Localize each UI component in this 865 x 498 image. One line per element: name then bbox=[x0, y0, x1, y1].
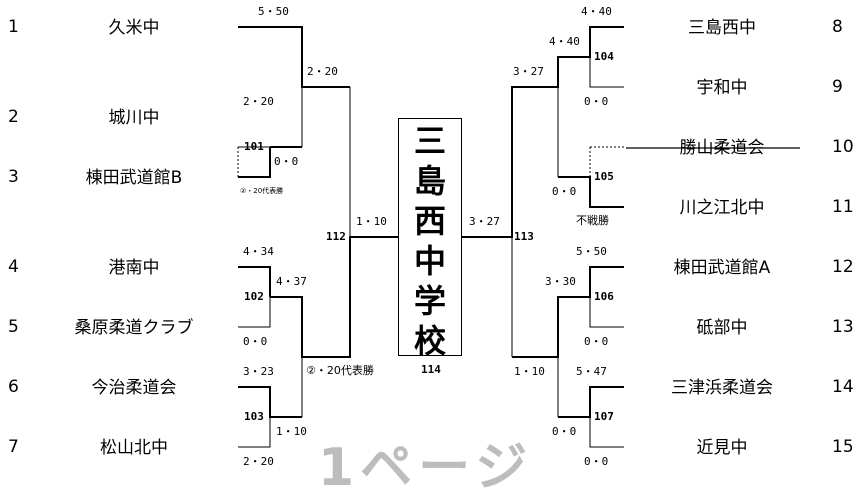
score-label: 2・20 bbox=[243, 95, 274, 108]
champion-char: 島 bbox=[413, 162, 446, 200]
score-label: 3・27 bbox=[513, 65, 544, 78]
bracket-line-l1 bbox=[238, 26, 350, 88]
champion-box: 三 島 西 中 学 校 bbox=[398, 118, 462, 360]
bracket-line-l45 bbox=[270, 236, 398, 358]
team-name: 勝山柔道会 bbox=[679, 138, 765, 158]
team-name: 川之江北中 bbox=[679, 198, 765, 218]
team-name: 松山北中 bbox=[100, 438, 168, 458]
score-label: 2・20 bbox=[307, 65, 338, 78]
seed-number: 12 bbox=[832, 257, 854, 277]
team-name: 久米中 bbox=[108, 18, 160, 38]
team-name: 三津浜柔道会 bbox=[671, 378, 773, 398]
score-label: 0・0 bbox=[552, 425, 577, 438]
team-name: 桑原柔道クラブ bbox=[74, 318, 194, 338]
score-label: 4・40 bbox=[581, 5, 612, 18]
score-label: 0・0 bbox=[584, 455, 609, 468]
match-number: 107 bbox=[594, 410, 614, 423]
seed-number: 10 bbox=[832, 137, 854, 157]
score-label: 4・40 bbox=[549, 35, 580, 48]
match-number: 105 bbox=[594, 170, 614, 183]
team-name: 宇和中 bbox=[696, 78, 748, 98]
score-label: 1・10 bbox=[514, 365, 545, 378]
team-name: 三島西中 bbox=[688, 18, 756, 38]
score-label: 0・0 bbox=[243, 335, 268, 348]
team-name: 今治柔道会 bbox=[91, 378, 177, 398]
seed-number: 13 bbox=[832, 317, 854, 337]
score-label: 5・50 bbox=[258, 5, 289, 18]
team-name: 近見中 bbox=[696, 438, 748, 458]
seed-number: 4 bbox=[8, 257, 19, 277]
page-watermark: 1ページ bbox=[318, 438, 534, 498]
score-label: 0・0 bbox=[274, 155, 299, 168]
team-name: 砥部中 bbox=[696, 318, 748, 338]
representative-win-note: ②・20代表勝 bbox=[306, 364, 374, 377]
team-name: 棟田武道館B bbox=[85, 168, 183, 188]
seed-number: 9 bbox=[832, 77, 843, 97]
seed-number: 1 bbox=[8, 17, 19, 37]
match-number: 113 bbox=[514, 230, 534, 243]
seed-number: 11 bbox=[832, 197, 854, 217]
team-name: 棟田武道館A bbox=[673, 258, 771, 278]
seed-number: 15 bbox=[832, 437, 854, 457]
match-number: 106 bbox=[594, 290, 614, 303]
match-number: 114 bbox=[421, 363, 441, 376]
score-label: 1・10 bbox=[356, 215, 387, 228]
bracket-line-r14 bbox=[558, 386, 624, 418]
bracket-line-l6 bbox=[238, 386, 302, 418]
score-label: 3・30 bbox=[545, 275, 576, 288]
score-label: 1・10 bbox=[276, 425, 307, 438]
score-label: 5・50 bbox=[576, 245, 607, 258]
score-label: 3・23 bbox=[243, 365, 274, 378]
team-name: 港南中 bbox=[108, 258, 160, 278]
score-label: 0・0 bbox=[584, 335, 609, 348]
match-number: 102 bbox=[244, 290, 264, 303]
bracket-lines bbox=[237, 26, 800, 448]
seed-number: 14 bbox=[832, 377, 854, 397]
team-name: 城川中 bbox=[108, 108, 160, 128]
score-label: 2・20 bbox=[243, 455, 274, 468]
score-label: 4・37 bbox=[276, 275, 307, 288]
bracket-line-l3 bbox=[238, 147, 271, 178]
champion-char: 校 bbox=[413, 322, 446, 360]
seed-number: 2 bbox=[8, 107, 19, 127]
match-number: 112 bbox=[326, 230, 346, 243]
seed-number: 8 bbox=[832, 17, 843, 37]
representative-win-note: ②・20代表勝 bbox=[240, 187, 284, 195]
bracket-line-r12 bbox=[512, 266, 624, 358]
bracket-line-l4 bbox=[238, 266, 271, 297]
champion-char: 中 bbox=[413, 242, 446, 280]
match-number: 104 bbox=[594, 50, 614, 63]
match-number: 103 bbox=[244, 410, 264, 423]
match-number: 101 bbox=[244, 140, 264, 153]
seed-number: 7 bbox=[8, 437, 19, 457]
score-label: 3・27 bbox=[469, 215, 500, 228]
seed-number: 5 bbox=[8, 317, 19, 337]
champion-char: 西 bbox=[413, 202, 446, 240]
seed-number: 3 bbox=[8, 167, 19, 187]
score-label: 0・0 bbox=[584, 95, 609, 108]
score-label: 5・47 bbox=[576, 365, 607, 378]
champion-char: 学 bbox=[413, 282, 446, 320]
score-label: 0・0 bbox=[552, 185, 577, 198]
forfeit-win-note: 不戦勝 bbox=[576, 214, 609, 227]
champion-char: 三 bbox=[413, 122, 446, 160]
bracket-line-r11 bbox=[558, 176, 624, 208]
score-label: 4・34 bbox=[243, 245, 274, 258]
seed-number: 6 bbox=[8, 377, 19, 397]
